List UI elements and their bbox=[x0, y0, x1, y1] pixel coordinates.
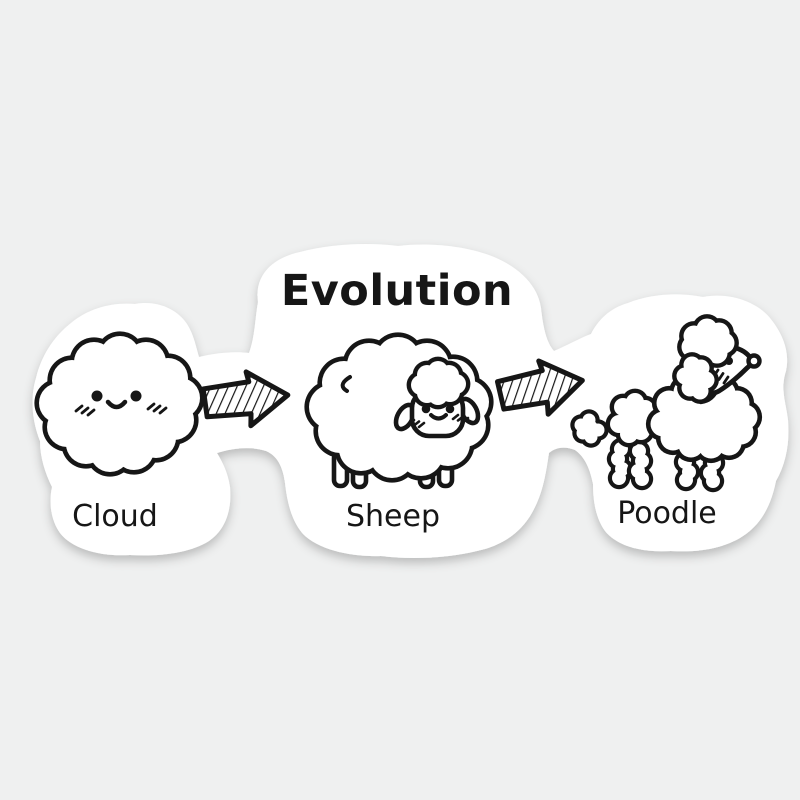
sheep-wool-crease bbox=[340, 375, 352, 393]
poodle-leg bbox=[626, 439, 654, 491]
stage-label-poodle: Poodle bbox=[617, 496, 717, 531]
poodle-tail-pom bbox=[570, 409, 609, 448]
sheep-blush bbox=[407, 413, 470, 429]
right-arrow-icon bbox=[494, 358, 585, 417]
sheep-eye bbox=[445, 404, 455, 414]
sheep-face-features bbox=[407, 404, 470, 429]
sheep-smile bbox=[429, 413, 448, 421]
poodle-ear-pom bbox=[672, 352, 719, 404]
poodle-body-pom bbox=[645, 370, 763, 464]
sheep-eye bbox=[421, 404, 431, 414]
sheep-wool-tuft bbox=[406, 356, 471, 410]
poodle-illustration bbox=[570, 314, 763, 493]
cloud-eye bbox=[130, 390, 142, 402]
poodle-nose bbox=[746, 353, 762, 369]
right-arrow-icon bbox=[200, 369, 291, 429]
stage-label-cloud: Cloud bbox=[72, 499, 158, 534]
cloud-illustration bbox=[34, 331, 205, 477]
cloud-body bbox=[34, 331, 205, 477]
cloud-face bbox=[74, 390, 168, 417]
cloud-smile bbox=[105, 399, 128, 410]
cloud-blush bbox=[74, 402, 168, 417]
sheep-illustration bbox=[304, 332, 494, 490]
poodle-topknot-pom bbox=[677, 314, 739, 370]
diagram-title: Evolution bbox=[280, 266, 514, 316]
stage-label-sheep: Sheep bbox=[345, 499, 440, 534]
cloud-eye bbox=[91, 390, 103, 402]
